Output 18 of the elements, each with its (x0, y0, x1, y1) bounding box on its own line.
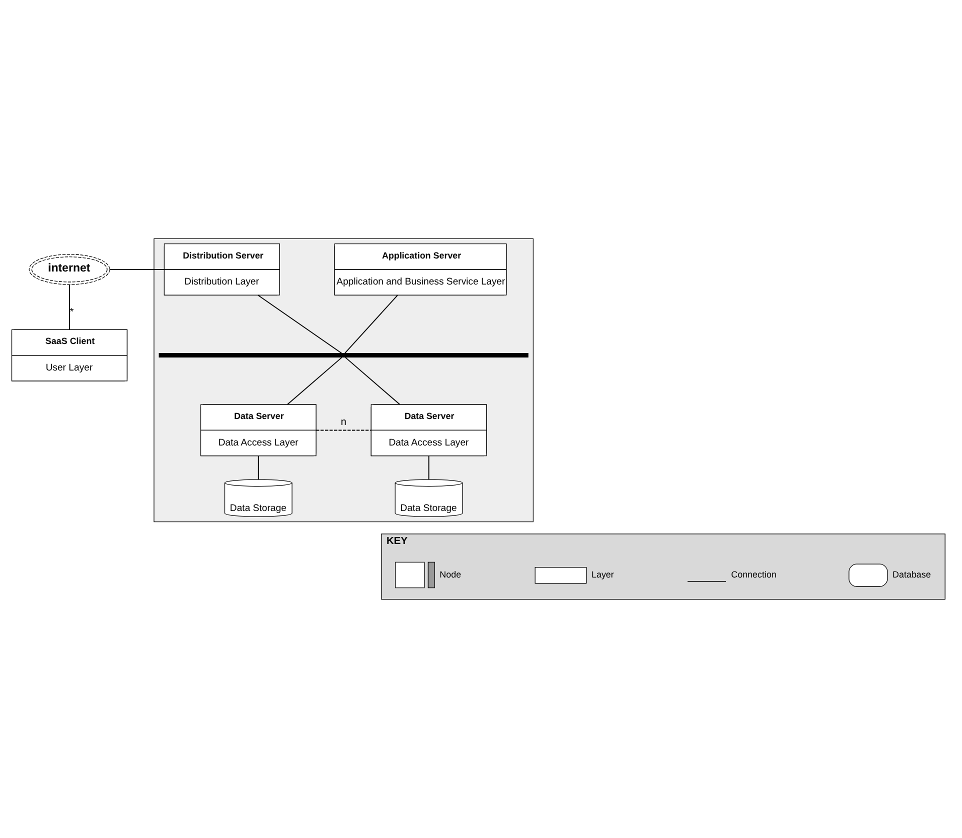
connector (68, 284, 70, 330)
edge-label: n (340, 416, 346, 428)
legend-label: Connection (731, 570, 776, 580)
connector (316, 430, 372, 431)
connector (287, 356, 342, 405)
connector (109, 268, 165, 270)
connector (344, 356, 400, 405)
legend-label: Database (892, 570, 931, 580)
connector (257, 294, 342, 354)
legend-label: Layer (591, 570, 614, 580)
connector (344, 294, 398, 354)
edge-label: * (70, 306, 74, 318)
node-ellipse: internet (28, 254, 110, 285)
legend-label: Node (440, 569, 462, 580)
node-bar (158, 353, 528, 358)
connector (258, 455, 259, 480)
connector (428, 455, 430, 480)
cluster (154, 238, 534, 522)
